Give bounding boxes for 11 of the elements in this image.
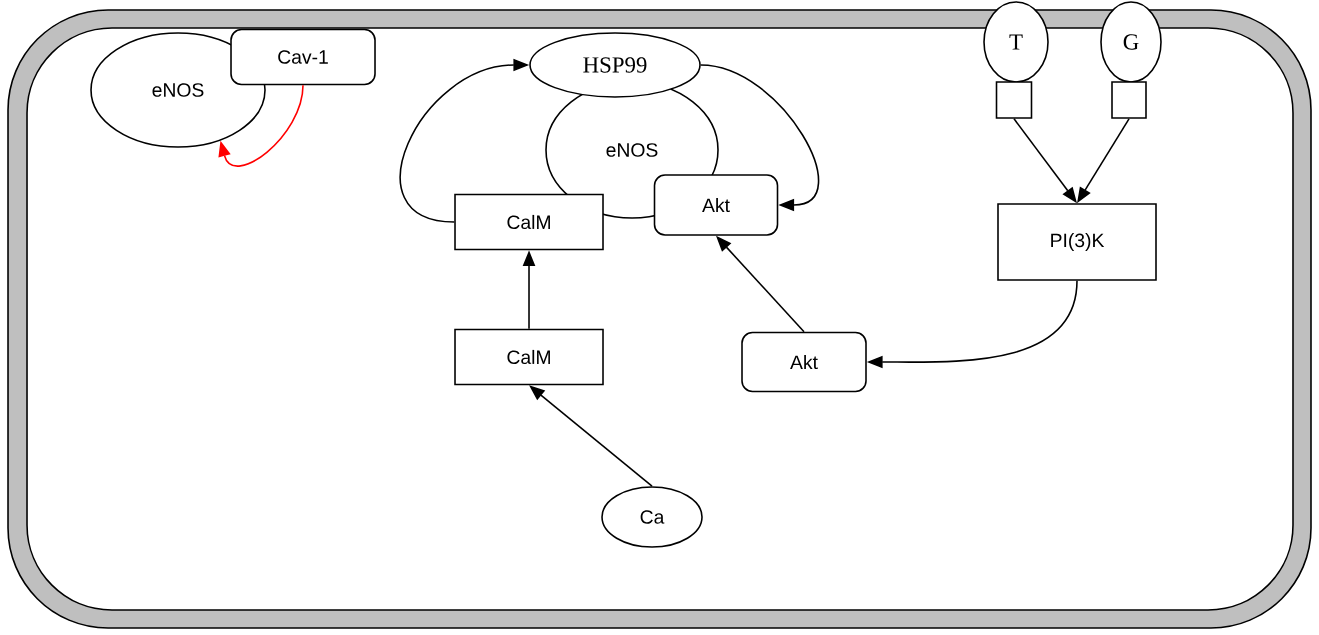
protein-box: PI(3)K <box>997 203 1157 281</box>
arrow <box>700 64 820 212</box>
protein-box: Akt <box>741 331 867 393</box>
protein-box: Cav-1 <box>230 28 376 86</box>
protein-box: CalM <box>454 328 604 386</box>
arrow <box>218 84 304 167</box>
receptor-square <box>995 81 1033 119</box>
receptor-square <box>1111 81 1147 119</box>
protein-box: CalM <box>454 193 604 251</box>
protein-box: Akt <box>653 174 779 236</box>
arrow <box>529 385 653 487</box>
